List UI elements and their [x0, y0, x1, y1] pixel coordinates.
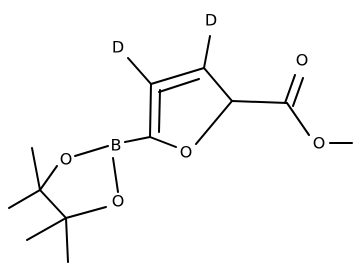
- bond-b-o-upper: [74, 145, 109, 157]
- pinacol-oxygen-label-lower: O: [112, 192, 125, 211]
- bond-c-c-pinacol: [39, 189, 67, 219]
- bond-methyl-2: [8, 189, 41, 209]
- bond-carbonyl-o-1: [284, 74, 296, 104]
- bond-carbonyl-o-2: [292, 77, 304, 107]
- bond-o1-c5: [195, 100, 233, 145]
- bond-c3-c2: [149, 83, 152, 138]
- deuterium-label-left: D: [112, 38, 124, 57]
- bond-c4-c5: [203, 67, 233, 102]
- bond-methyl-1: [31, 147, 41, 191]
- bond-methyl-3: [26, 217, 67, 241]
- ring-oxygen-label: O: [180, 143, 193, 162]
- bond-c3-c4: [150, 67, 205, 85]
- boron-label: B: [111, 136, 122, 155]
- bond-b-o-lower: [112, 157, 119, 193]
- bond-o-upper-c: [39, 165, 58, 191]
- ester-oxygen-label: O: [313, 134, 326, 153]
- bond-carbonyl-oester: [286, 102, 310, 136]
- bond-c2-b: [124, 136, 151, 143]
- bond-o-lower-c: [65, 206, 107, 219]
- pinacol-oxygen-label-upper: O: [60, 150, 73, 169]
- bond-methyl-4: [65, 217, 69, 263]
- bond-c3-c2-inner: [158, 89, 161, 133]
- bond-c5-carbonyl: [231, 100, 288, 104]
- bond-c4-d: [203, 35, 211, 69]
- deuterium-label-top: D: [205, 11, 217, 30]
- bond-c3-d: [127, 57, 152, 85]
- carbonyl-oxygen-label: O: [296, 51, 309, 70]
- bond-c3-c4-inner: [158, 78, 200, 93]
- bond-c2-o1: [149, 136, 177, 148]
